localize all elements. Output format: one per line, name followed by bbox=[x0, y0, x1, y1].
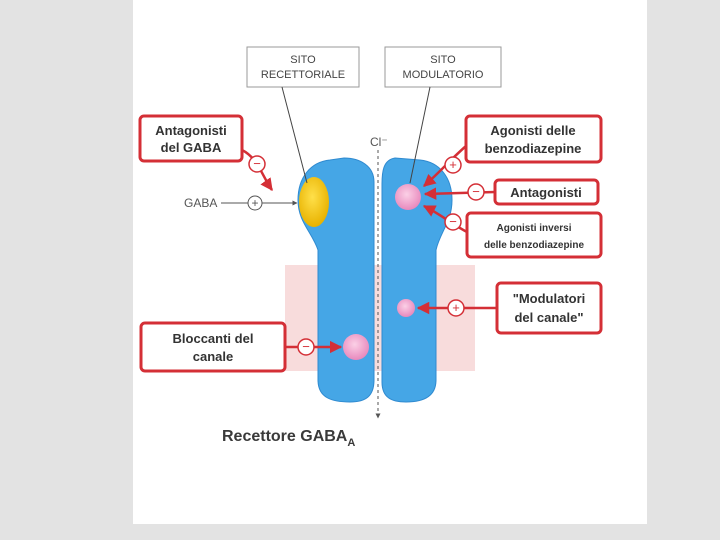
benzodiazepine-agonists-plus-sign: + bbox=[444, 156, 462, 174]
channel-blockers-box: Bloccanti del canale bbox=[139, 321, 287, 373]
svg-text:−: − bbox=[449, 214, 457, 229]
channel-modulators-plus-sign: + bbox=[447, 299, 465, 317]
benzodiazepine-agonists-box: Agonisti delle benzodiazepine bbox=[464, 114, 603, 164]
gaba-label: GABA bbox=[184, 196, 217, 210]
inverse-agonists-minus-sign: − bbox=[444, 213, 462, 231]
benzodiazepine-site bbox=[395, 184, 421, 210]
antagonists-box: Antagonisti bbox=[493, 178, 600, 206]
channel-modulators-line1: "Modulatori bbox=[513, 291, 586, 306]
inverse-agonists-line1: Agonisti inversi bbox=[496, 223, 571, 234]
channel-modulator-site bbox=[397, 299, 415, 317]
svg-text:+: + bbox=[452, 300, 460, 315]
benzodiazepine-agonists-line2: benzodiazepine bbox=[485, 141, 582, 156]
channel-blocker-site bbox=[343, 334, 369, 360]
receptor-caption: Recettore GABAA bbox=[222, 428, 355, 449]
receptor-site-label-line2: RECETTORIALE bbox=[261, 69, 345, 81]
gaba-plus-sign: + bbox=[247, 195, 263, 211]
modulatory-site-label-line1: SITO bbox=[430, 54, 456, 66]
channel-blockers-line1: Bloccanti del bbox=[173, 331, 254, 346]
gaba-antagonists-line2: del GABA bbox=[161, 140, 222, 155]
svg-text:−: − bbox=[302, 339, 310, 354]
channel-blockers-line2: canale bbox=[193, 349, 233, 364]
modulatory-site-pointer bbox=[409, 86, 431, 184]
cell-membrane bbox=[285, 265, 475, 371]
receptor-site-label-line1: SITO bbox=[290, 54, 316, 66]
receptor-site-pointer bbox=[281, 86, 308, 184]
receptor-site-label: SITO RECETTORIALE bbox=[246, 46, 360, 88]
svg-text:+: + bbox=[251, 196, 258, 210]
channel-modulators-line2: del canale" bbox=[514, 310, 583, 325]
antagonists-minus-sign: − bbox=[467, 183, 485, 201]
receptor-caption-subscript: A bbox=[347, 437, 355, 449]
channel-modulators-box: "Modulatori del canale" bbox=[495, 281, 603, 335]
inverse-agonists-line2: delle benzodiazepine bbox=[484, 240, 584, 251]
receptor-right-subunit bbox=[381, 157, 453, 403]
inverse-agonists-box: Agonisti inversi delle benzodiazepine bbox=[465, 211, 603, 259]
svg-text:−: − bbox=[253, 156, 261, 171]
chloride-ion-label: Cl⁻ bbox=[370, 135, 388, 149]
benzodiazepine-agonists-line1: Agonisti delle bbox=[490, 123, 575, 138]
gaba-antagonists-minus-sign: − bbox=[248, 155, 266, 173]
modulatory-site-label: SITO MODULATORIO bbox=[384, 46, 502, 88]
antagonists-label: Antagonisti bbox=[510, 185, 582, 200]
svg-text:−: − bbox=[472, 184, 480, 199]
svg-text:+: + bbox=[449, 157, 457, 172]
gaba-antagonists-box: Antagonisti del GABA bbox=[138, 114, 244, 163]
gaba-antagonists-line1: Antagonisti bbox=[155, 123, 227, 138]
gaba-binding-site bbox=[299, 177, 329, 227]
modulatory-site-label-line2: MODULATORIO bbox=[403, 69, 484, 81]
channel-blockers-minus-sign: − bbox=[297, 338, 315, 356]
receptor-caption-main: Recettore GABA bbox=[222, 428, 348, 445]
